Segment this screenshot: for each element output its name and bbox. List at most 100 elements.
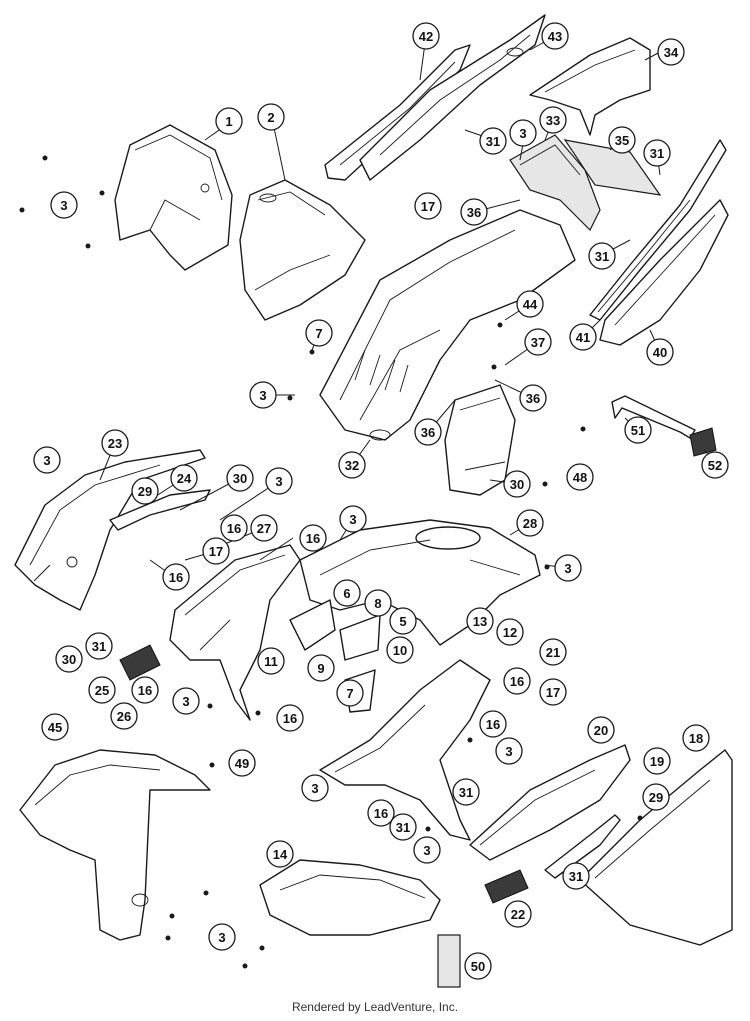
part-20-side-cover[interactable] [469,744,631,861]
callout-42[interactable]: 42 [412,22,440,50]
part-51-bracket[interactable] [611,395,696,439]
callout-27[interactable]: 27 [250,514,278,542]
callout-22[interactable]: 22 [504,900,532,928]
part-40-side-panel[interactable] [599,199,729,346]
part-32-mudflap[interactable] [444,384,516,496]
callout-13[interactable]: 13 [466,607,494,635]
callout-9[interactable]: 9 [307,654,335,682]
callout-29a[interactable]: 29 [131,477,159,505]
callout-40[interactable]: 40 [646,338,674,366]
callout-37b[interactable]: 36 [519,384,547,412]
callout-3b[interactable]: 3 [509,119,537,147]
callout-2[interactable]: 2 [257,103,285,131]
part-2-headlight-cowl[interactable] [239,179,366,321]
callout-20[interactable]: 20 [587,716,615,744]
callout-16g[interactable]: 16 [479,710,507,738]
callout-28[interactable]: 28 [516,509,544,537]
callout-45[interactable]: 45 [41,713,69,741]
callout-8[interactable]: 8 [364,589,392,617]
part-19-trim[interactable] [544,814,621,879]
part-14-skid-plate[interactable] [259,859,441,936]
callout-16c[interactable]: 16 [162,563,190,591]
callout-16f[interactable]: 16 [276,704,304,732]
callout-6[interactable]: 6 [333,579,361,607]
part-33-undertray[interactable] [319,209,576,441]
callout-31d[interactable]: 31 [85,632,113,660]
callout-3c[interactable]: 3 [249,381,277,409]
callout-37a[interactable]: 36 [460,198,488,226]
callout-3e[interactable]: 3 [265,467,293,495]
part-22-grille[interactable] [484,869,529,904]
part-43-rear-cover[interactable] [359,14,546,181]
part-50-filter[interactable] [437,934,461,988]
callout-18[interactable]: 18 [682,724,710,752]
callout-51[interactable]: 51 [624,416,652,444]
callout-3j[interactable]: 3 [301,774,329,802]
callout-12[interactable]: 12 [496,618,524,646]
callout-31c[interactable]: 31 [588,242,616,270]
callout-17a[interactable]: 17 [414,192,442,220]
part-52-reflector[interactable] [689,427,717,457]
callout-50[interactable]: 50 [464,952,492,980]
callout-3d[interactable]: 3 [33,446,61,474]
callout-43[interactable]: 43 [541,22,569,50]
callout-31b[interactable]: 31 [643,139,671,167]
callout-1[interactable]: 1 [215,107,243,135]
part-24-trim[interactable] [109,489,211,531]
callout-16a[interactable]: 16 [220,514,248,542]
callout-10[interactable]: 10 [386,636,414,664]
callout-48[interactable]: 48 [566,463,594,491]
callout-25[interactable]: 25 [88,676,116,704]
callout-31e[interactable]: 31 [452,778,480,806]
callout-17b[interactable]: 17 [202,537,230,565]
callout-17c[interactable]: 17 [539,678,567,706]
callout-21[interactable]: 21 [539,638,567,666]
callout-3l[interactable]: 3 [208,923,236,951]
callout-23[interactable]: 23 [101,429,129,457]
callout-3h[interactable]: 3 [172,687,200,715]
bracket-parts[interactable] [289,599,381,713]
callout-7b[interactable]: 7 [336,679,364,707]
callout-3f[interactable]: 3 [339,505,367,533]
callout-30b[interactable]: 30 [55,645,83,673]
part-18-lower-cowl[interactable] [579,749,733,946]
callout-52[interactable]: 52 [701,451,729,479]
callout-30a[interactable]: 30 [226,464,254,492]
callout-29b[interactable]: 29 [642,783,670,811]
callout-3k[interactable]: 3 [413,836,441,864]
part-26-louver[interactable] [119,644,161,681]
callout-31g[interactable]: 31 [562,862,590,890]
part-35-seat-cowl[interactable] [529,37,651,136]
callout-32[interactable]: 30 [503,470,531,498]
callout-16b[interactable]: 16 [299,524,327,552]
part-45-front-fender[interactable] [19,749,211,941]
callout-33[interactable]: 32 [338,451,366,479]
callout-36[interactable]: 35 [608,126,636,154]
callout-5[interactable]: 5 [389,607,417,635]
callout-3i[interactable]: 3 [495,737,523,765]
part-42-side-trim[interactable] [324,44,471,181]
callout-3g[interactable]: 3 [554,554,582,582]
part-41-side-trim[interactable] [589,139,727,321]
callout-44[interactable]: 44 [516,290,544,318]
callout-16h[interactable]: 16 [367,799,395,827]
part-27-inner-panel[interactable] [169,544,301,721]
callout-14[interactable]: 14 [266,840,294,868]
callout-26[interactable]: 26 [110,702,138,730]
callout-24[interactable]: 24 [170,464,198,492]
callout-41[interactable]: 41 [569,323,597,351]
callout-34[interactable]: 33 [539,106,567,134]
callout-49[interactable]: 49 [228,749,256,777]
callout-3a[interactable]: 3 [50,191,78,219]
callout-16d[interactable]: 16 [503,667,531,695]
part-1-front-panel[interactable] [114,124,233,271]
callout-19[interactable]: 19 [643,747,671,775]
callout-35[interactable]: 34 [657,38,685,66]
callout-16e[interactable]: 16 [131,676,159,704]
callout-31a[interactable]: 31 [479,127,507,155]
callout-7a[interactable]: 7 [305,319,333,347]
part-21-center-shroud[interactable] [319,659,491,841]
part-36-plate[interactable] [563,139,662,196]
part-34-tail-bracket[interactable] [509,134,601,232]
callout-11[interactable]: 11 [257,647,285,675]
